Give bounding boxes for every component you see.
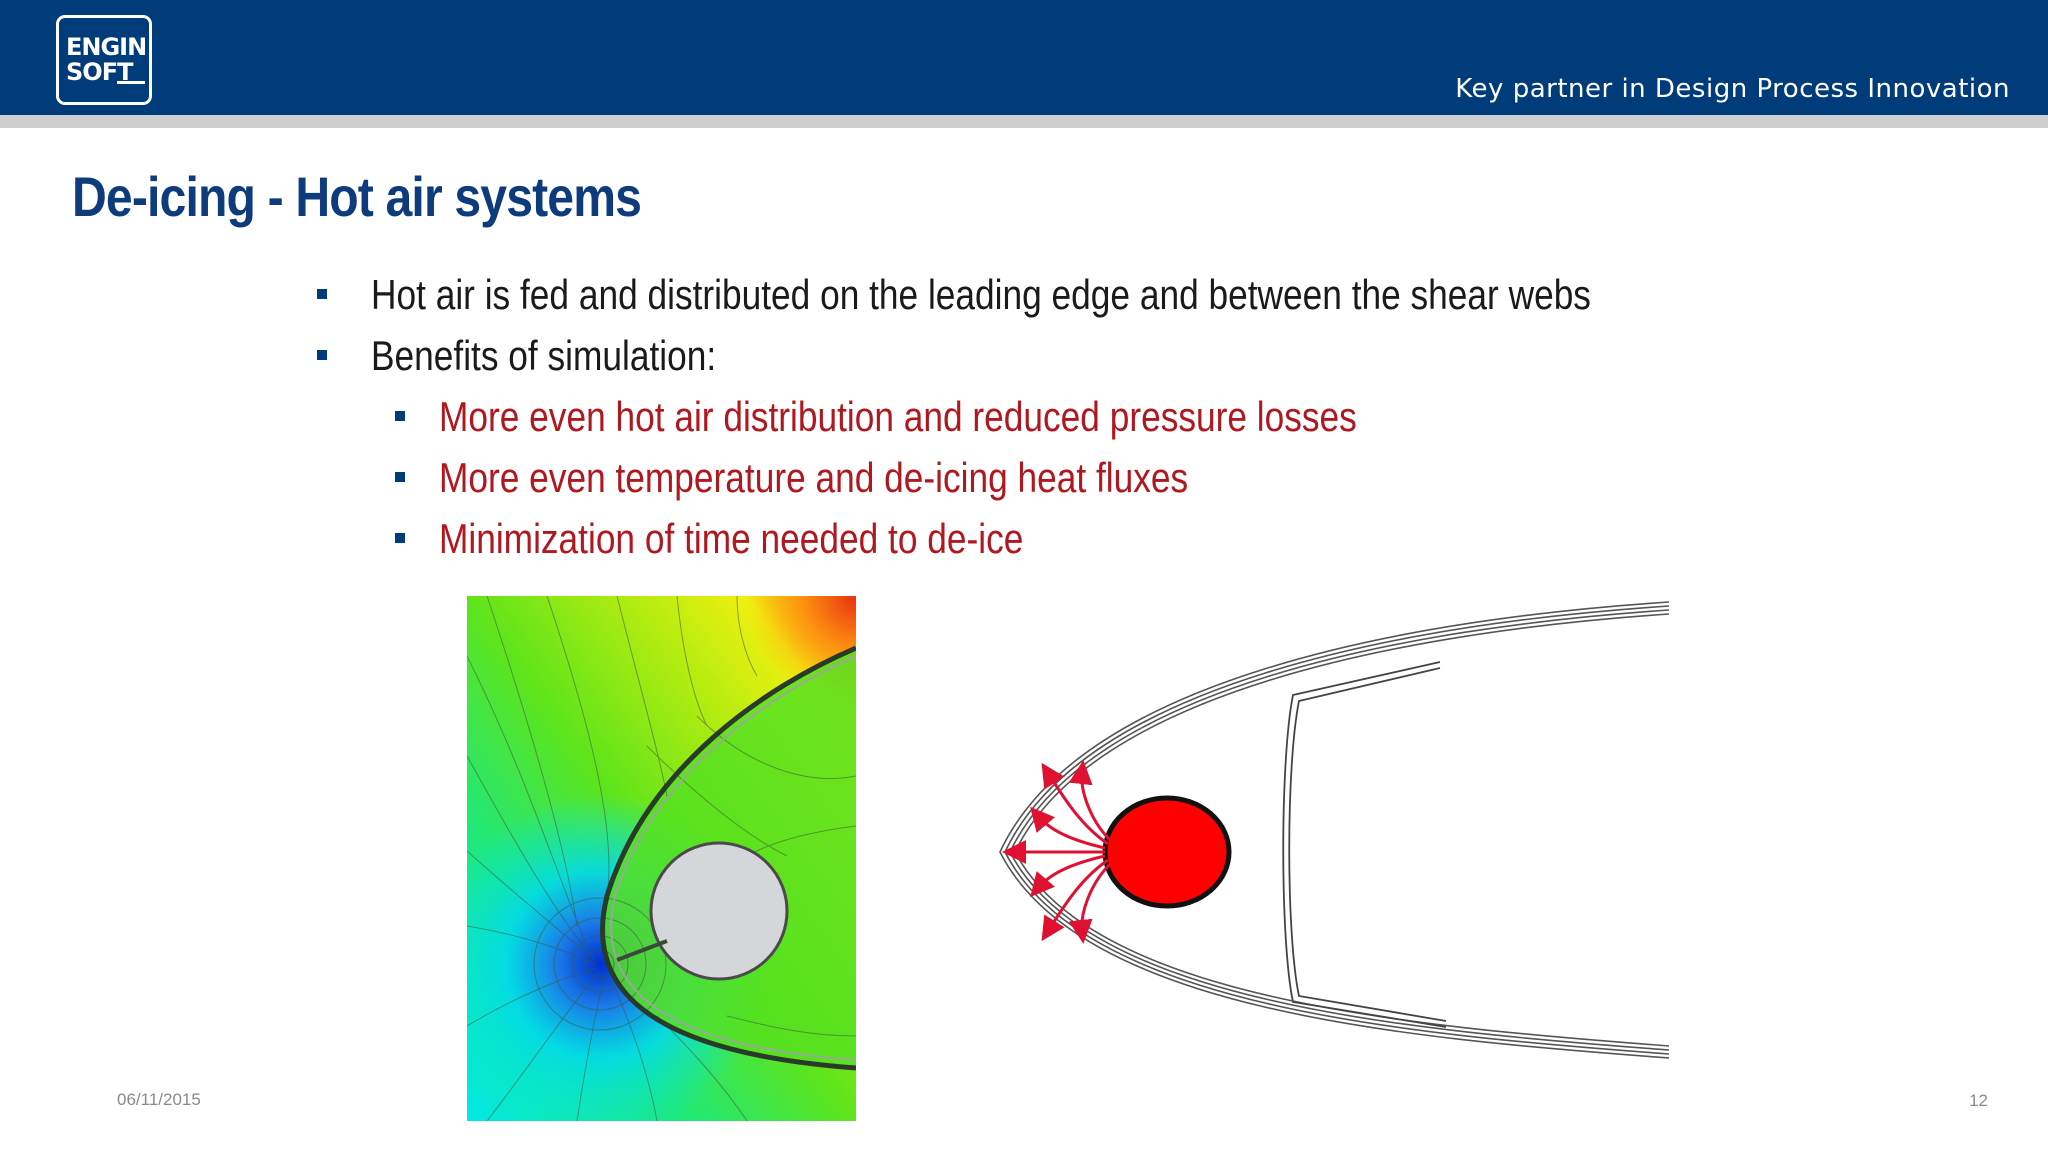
bullet-text: Hot air is fed and distributed on the le… (371, 271, 1591, 318)
leading-edge-schematic (999, 601, 1670, 1059)
enginsoft-logo: ENGIN SOFT (56, 15, 152, 105)
header-divider (0, 115, 2048, 128)
bullet-text: Benefits of simulation: (371, 332, 717, 379)
sub-bullet-text: More even hot air distribution and reduc… (439, 393, 1357, 440)
header-tagline: Key partner in Design Process Innovation (1455, 74, 2010, 104)
logo-text-line1: ENGIN (66, 33, 147, 61)
logo-bar (117, 81, 145, 84)
cfd-contour-image (467, 596, 856, 1121)
bullet-square-icon (395, 533, 405, 543)
header-bar: ENGIN SOFT Key partner in Design Process… (0, 0, 2048, 115)
bullet-square-icon (395, 411, 405, 421)
page-number: 12 (1969, 1091, 1988, 1110)
sub-bullet-text: More even temperature and de-icing heat … (439, 454, 1189, 501)
bullet-square-icon (317, 350, 327, 360)
slide-title: De-icing - Hot air systems (72, 165, 642, 228)
footer-date: 06/11/2015 (117, 1090, 201, 1109)
sub-bullet-text: Minimization of time needed to de-ice (439, 515, 1024, 562)
bullet-square-icon (395, 472, 405, 482)
logo-text-line2: SOFT (66, 58, 133, 86)
bullet-square-icon (317, 289, 327, 299)
